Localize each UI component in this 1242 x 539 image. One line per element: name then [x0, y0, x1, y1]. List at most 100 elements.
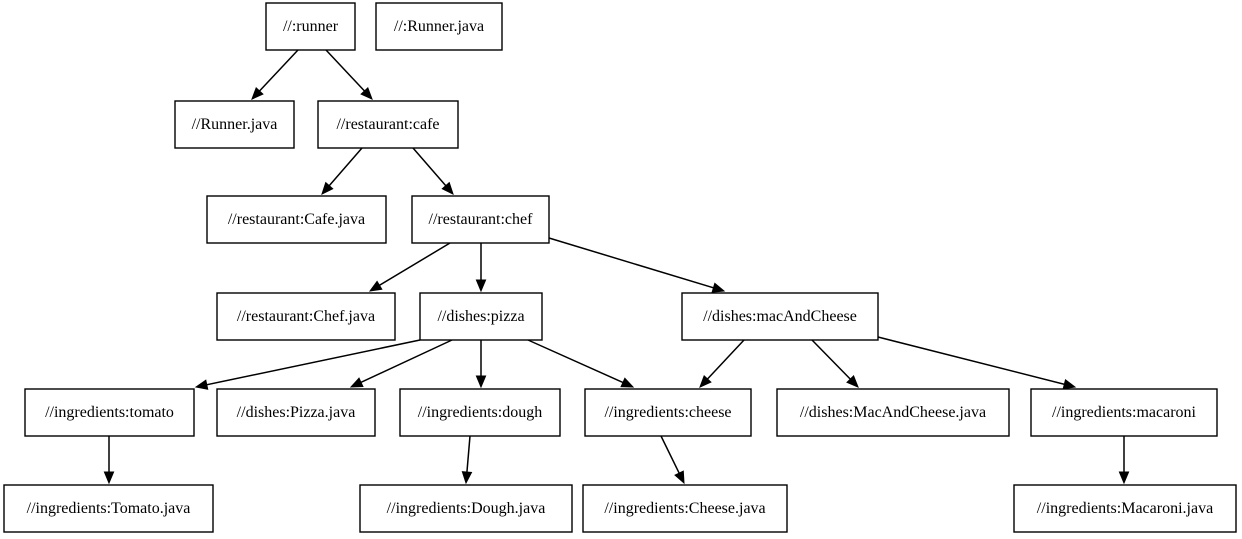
edge-line: [412, 147, 447, 187]
graph-edge: [811, 339, 859, 388]
graph-edge: [461, 435, 473, 485]
graph-node[interactable]: //ingredients:dough: [399, 388, 561, 437]
graph-edge: [321, 147, 363, 195]
graph-node[interactable]: //ingredients:Dough.java: [359, 484, 573, 533]
graph-node[interactable]: //ingredients:Macaroni.java: [1013, 484, 1237, 533]
graph-node[interactable]: //dishes:pizza: [419, 292, 543, 341]
edge-arrowhead-icon: [846, 375, 859, 388]
graph-edge: [1118, 436, 1130, 485]
graph-edge: [412, 147, 454, 195]
graph-node[interactable]: //restaurant:chef: [411, 195, 550, 244]
graph-edge: [251, 49, 299, 100]
node-box[interactable]: [174, 100, 295, 149]
node-label: //ingredients:macaroni: [1052, 404, 1197, 421]
node-box[interactable]: [399, 388, 561, 437]
edge-line: [205, 339, 421, 386]
node-label: //ingredients:Tomato.java: [27, 500, 191, 517]
graph-edge: [349, 339, 453, 388]
node-label: //dishes:Pizza.java: [237, 404, 356, 421]
node-box[interactable]: [216, 292, 396, 341]
edge-arrowhead-icon: [620, 377, 635, 388]
edge-line: [328, 147, 363, 187]
node-box[interactable]: [3, 484, 214, 533]
edge-arrowhead-icon: [321, 181, 334, 195]
node-box[interactable]: [582, 484, 788, 533]
edge-line: [325, 49, 366, 93]
node-box[interactable]: [265, 2, 356, 51]
nodes-layer: //:runner //:Runner.java //Runner.java //re…: [3, 2, 1237, 533]
graph-node[interactable]: //ingredients:tomato: [24, 388, 195, 437]
node-label: //restaurant:Cafe.java: [228, 211, 365, 228]
node-box[interactable]: [1013, 484, 1237, 533]
edge-arrowhead-icon: [1118, 471, 1130, 485]
node-box[interactable]: [216, 388, 376, 437]
node-box[interactable]: [206, 195, 387, 244]
node-label: //dishes:pizza: [437, 308, 524, 325]
graph-node[interactable]: //Runner.java: [174, 100, 295, 149]
graph-node[interactable]: //:Runner.java: [375, 2, 503, 51]
graph-edge: [475, 243, 487, 293]
node-label: //ingredients:tomato: [45, 404, 174, 421]
graph-node[interactable]: //ingredients:cheese: [584, 388, 752, 437]
graph-edge: [475, 340, 487, 389]
graph-node[interactable]: //dishes:macAndCheese: [681, 292, 879, 341]
graph-edge: [103, 436, 115, 485]
node-box[interactable]: [1030, 388, 1218, 437]
node-box[interactable]: [317, 100, 459, 149]
node-label: //dishes:MacAndCheese.java: [800, 404, 986, 421]
graph-node[interactable]: //ingredients:Cheese.java: [582, 484, 788, 533]
edge-arrowhead-icon: [360, 86, 373, 100]
edge-arrowhead-icon: [674, 470, 685, 485]
edge-arrowhead-icon: [475, 375, 487, 389]
graph-node[interactable]: //:runner: [265, 2, 356, 51]
graph-node[interactable]: //dishes:MacAndCheese.java: [776, 388, 1010, 437]
graph-edge: [548, 237, 726, 293]
graph-edge: [877, 336, 1077, 390]
graph-edge: [699, 339, 745, 388]
edge-line: [660, 435, 681, 475]
graph-edge: [368, 242, 451, 292]
node-label: //restaurant:chef: [429, 211, 534, 228]
node-label: //ingredients:dough: [418, 404, 542, 421]
graph-node[interactable]: //restaurant:Cafe.java: [206, 195, 387, 244]
edge-arrowhead-icon: [475, 279, 487, 293]
edge-arrowhead-icon: [441, 181, 454, 195]
edge-line: [811, 339, 852, 381]
node-box[interactable]: [776, 388, 1010, 437]
node-box[interactable]: [681, 292, 879, 341]
edge-arrowhead-icon: [1062, 378, 1077, 390]
node-label: //ingredients:cheese: [604, 404, 731, 421]
node-box[interactable]: [584, 388, 752, 437]
graph-edge: [194, 339, 421, 390]
edge-line: [258, 49, 299, 93]
node-label: //ingredients:Macaroni.java: [1037, 500, 1213, 517]
graph-node[interactable]: //restaurant:cafe: [317, 100, 459, 149]
graph-edge: [325, 49, 373, 100]
node-label: //Runner.java: [192, 116, 278, 133]
graph-node[interactable]: //ingredients:macaroni: [1030, 388, 1218, 437]
graph-node[interactable]: //restaurant:Chef.java: [216, 292, 396, 341]
edge-line: [527, 339, 625, 384]
edge-arrowhead-icon: [251, 86, 264, 100]
edge-arrowhead-icon: [711, 282, 726, 293]
node-box[interactable]: [419, 292, 543, 341]
node-box[interactable]: [359, 484, 573, 533]
edge-line: [466, 435, 471, 473]
graph-node[interactable]: //dishes:Pizza.java: [216, 388, 376, 437]
edge-line: [359, 339, 453, 384]
node-box[interactable]: [375, 2, 503, 51]
edge-arrowhead-icon: [349, 377, 364, 388]
node-label: //:Runner.java: [394, 18, 484, 35]
node-label: //restaurant:Chef.java: [237, 308, 375, 325]
graph-node[interactable]: //ingredients:Tomato.java: [3, 484, 214, 533]
node-box[interactable]: [24, 388, 195, 437]
node-label: //dishes:macAndCheese: [703, 308, 857, 325]
graph-edge: [527, 339, 635, 388]
edge-arrowhead-icon: [699, 374, 712, 388]
edge-line: [378, 242, 451, 287]
edge-arrowhead-icon: [368, 280, 383, 292]
node-box[interactable]: [411, 195, 550, 244]
edges-layer: [103, 49, 1130, 485]
edge-line: [706, 339, 745, 381]
